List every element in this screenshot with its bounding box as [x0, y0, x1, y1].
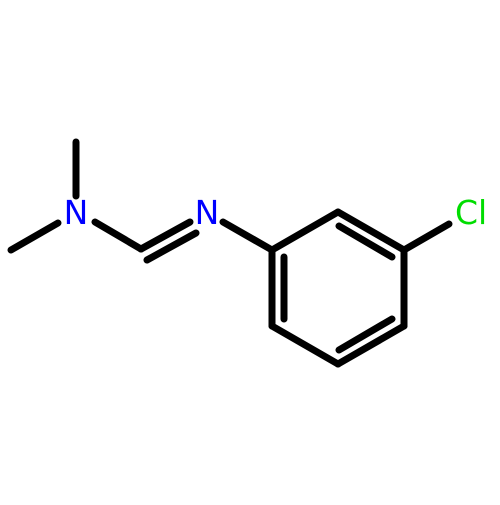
ring-bond-4 [334, 322, 408, 368]
bond-n-ch [91, 218, 145, 253]
bonds [7, 138, 453, 368]
atom-n-amine: N [64, 193, 89, 232]
ring-bond-5 [268, 322, 342, 368]
ring-bond-2 [334, 208, 408, 254]
ring-inner-bond-1 [335, 222, 396, 261]
bond-n-aryl [219, 218, 276, 254]
bond-c-n-double-1 [137, 218, 194, 253]
ring-inner-bond-2 [335, 315, 396, 354]
ring-bond-1 [268, 208, 342, 254]
bond-c-n-double-2 [143, 229, 200, 264]
atom-cl: Cl [455, 193, 487, 232]
atom-n-imine: N [195, 193, 220, 232]
bond-n-methyl-lower [7, 219, 62, 254]
bond-c-cl [400, 220, 453, 254]
